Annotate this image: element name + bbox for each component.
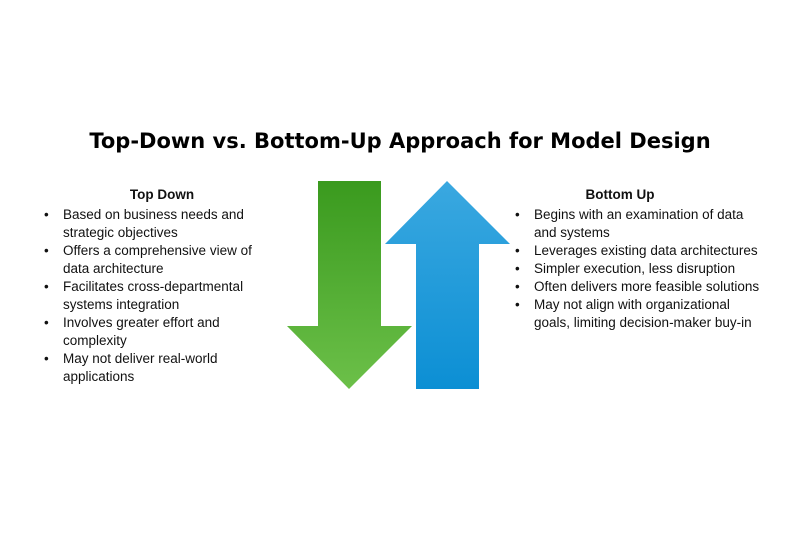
list-item: Often delivers more feasible solutions — [515, 278, 761, 296]
bottom-up-heading: Bottom Up — [585, 187, 655, 202]
list-item: Simpler execution, less disruption — [515, 260, 761, 278]
list-item: Involves greater effort and complexity — [44, 314, 280, 350]
list-item: Offers a comprehensive view of data arch… — [44, 242, 280, 278]
top-down-heading: Top Down — [129, 187, 195, 202]
list-item: Leverages existing data architectures — [515, 242, 761, 260]
list-item: Facilitates cross-departmental systems i… — [44, 278, 280, 314]
list-item: Begins with an examination of data and s… — [515, 206, 761, 242]
bottom-up-column: Bottom Up Begins with an examination of … — [515, 186, 761, 332]
down-arrow-icon — [287, 181, 412, 389]
up-arrow-icon — [385, 181, 510, 389]
list-item: Based on business needs and strategic ob… — [44, 206, 280, 242]
top-down-column: Top Down Based on business needs and str… — [44, 186, 280, 386]
list-item: May not align with organizational goals,… — [515, 296, 761, 332]
diagram-title: Top-Down vs. Bottom-Up Approach for Mode… — [89, 129, 711, 153]
top-down-list: Based on business needs and strategic ob… — [44, 206, 280, 386]
bottom-up-list: Begins with an examination of data and s… — [515, 206, 761, 332]
list-item: May not deliver real-world applications — [44, 350, 280, 386]
